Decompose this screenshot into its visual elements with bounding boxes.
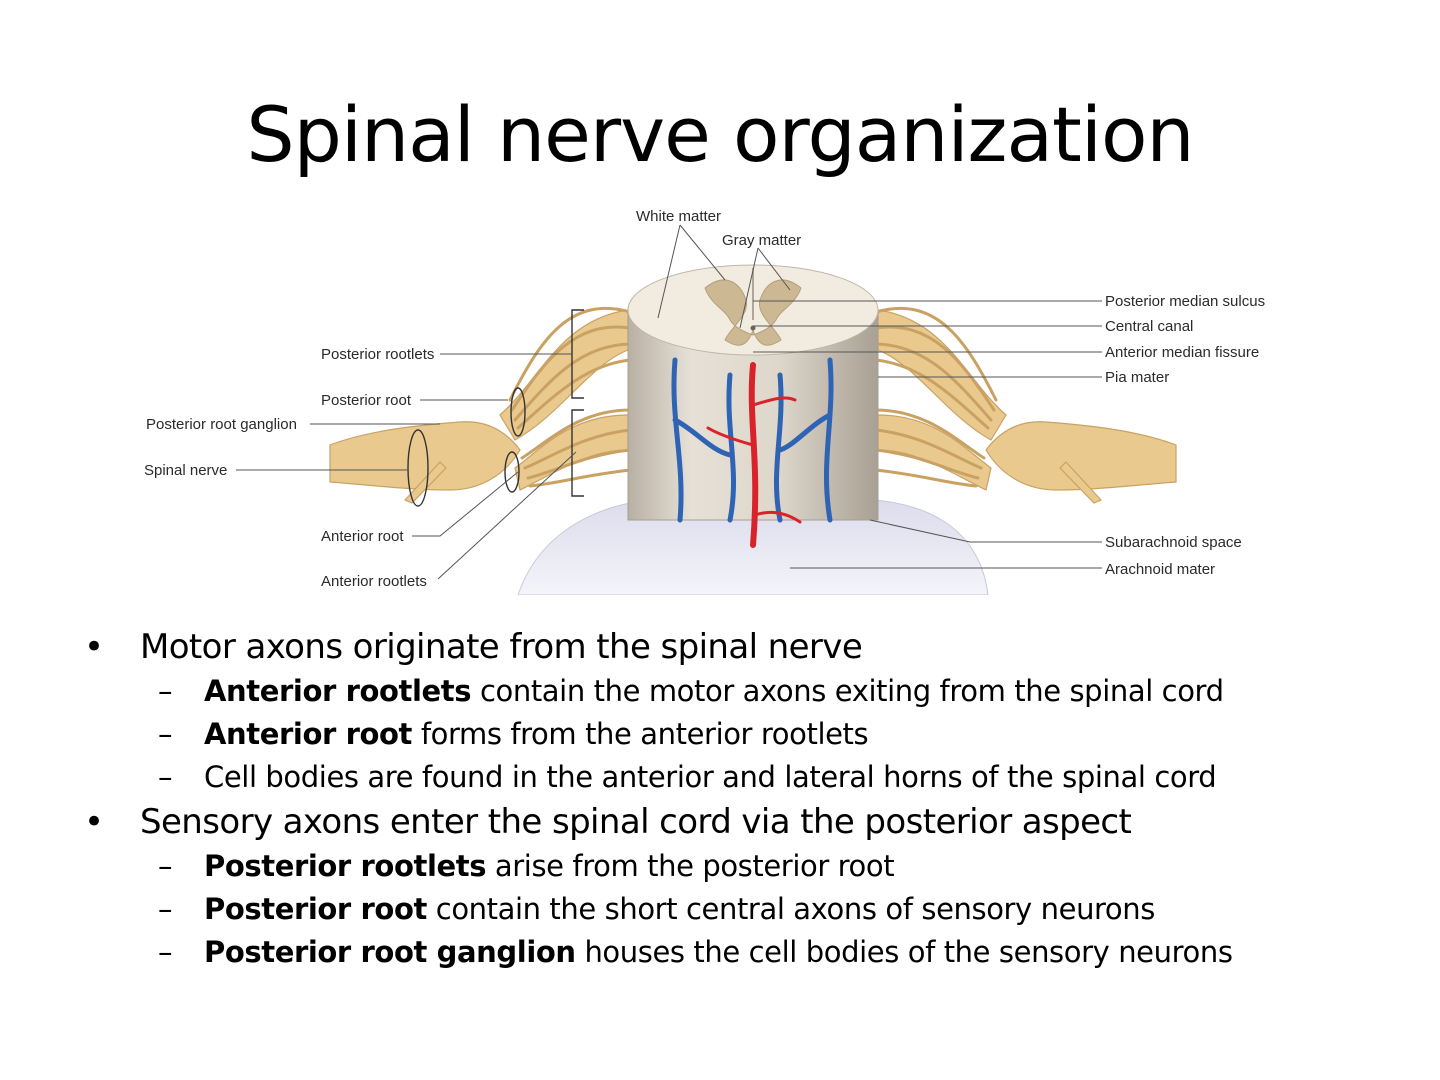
- label-white-matter: White matter: [636, 208, 721, 225]
- left-rootlets: [508, 306, 632, 488]
- sub-item: –Anterior root forms from the anterior r…: [140, 713, 1404, 756]
- central-canal-dot: [750, 325, 756, 331]
- sub-text: Cell bodies are found in the anterior an…: [204, 760, 1217, 794]
- sub-item: –Anterior rootlets contain the motor axo…: [140, 670, 1404, 713]
- sub-term: Anterior root: [204, 717, 412, 751]
- sub-text: contain the short central axons of senso…: [426, 892, 1156, 926]
- dash-marker: –: [158, 935, 173, 969]
- left-nerve-bundle: [329, 309, 629, 504]
- dash-marker: –: [158, 760, 173, 794]
- bullet-item: • Motor axons originate from the spinal …: [84, 624, 1404, 799]
- label-anterior-rootlets: Anterior rootlets: [321, 573, 427, 590]
- artery: [706, 362, 802, 548]
- right-nerve-bundle: [877, 309, 1177, 504]
- label-posterior-rootlets: Posterior rootlets: [321, 346, 434, 363]
- label-spinal-nerve: Spinal nerve: [144, 462, 227, 479]
- label-posterior-root-ganglion: Posterior root ganglion: [146, 416, 297, 433]
- sub-list: –Posterior rootlets arise from the poste…: [140, 845, 1404, 974]
- label-gray-matter: Gray matter: [722, 232, 801, 249]
- bullet-marker: •: [84, 802, 104, 842]
- sub-term: Posterior rootlets: [204, 849, 487, 883]
- sub-list: –Anterior rootlets contain the motor axo…: [140, 670, 1404, 799]
- bullet-marker: •: [84, 627, 104, 667]
- label-pia-mater: Pia mater: [1105, 369, 1169, 386]
- sub-term: Anterior rootlets: [204, 674, 472, 708]
- label-anterior-root: Anterior root: [321, 528, 404, 545]
- label-arachnoid-mater: Arachnoid mater: [1105, 561, 1215, 578]
- bullet-item: • Sensory axons enter the spinal cord vi…: [84, 799, 1404, 974]
- sub-text: contain the motor axons exiting from the…: [471, 674, 1224, 708]
- gray-matter-shape: [704, 279, 802, 346]
- label-central-canal: Central canal: [1105, 318, 1193, 335]
- slide-title: Spinal nerve organization: [246, 90, 1194, 179]
- dash-marker: –: [158, 717, 173, 751]
- sub-item: –Cell bodies are found in the anterior a…: [140, 756, 1404, 799]
- dash-marker: –: [158, 892, 173, 926]
- veins: [671, 357, 834, 523]
- dash-marker: –: [158, 849, 173, 883]
- dash-marker: –: [158, 674, 173, 708]
- sub-item: –Posterior root ganglion houses the cell…: [140, 931, 1404, 974]
- sub-term: Posterior root ganglion: [204, 935, 576, 969]
- label-posterior-median-sulcus: Posterior median sulcus: [1105, 293, 1265, 310]
- sub-item: –Posterior rootlets arise from the poste…: [140, 845, 1404, 888]
- bullet-text: Sensory axons enter the spinal cord via …: [140, 802, 1132, 842]
- spinal-cord-figure: White matter Gray matter Posterior media…: [140, 200, 1300, 595]
- sub-item: –Posterior root contain the short centra…: [140, 888, 1404, 931]
- spinal-cord-illustration: White matter Gray matter Posterior media…: [144, 208, 1265, 595]
- sub-text: forms from the anterior rootlets: [412, 717, 869, 751]
- label-subarachnoid-space: Subarachnoid space: [1105, 534, 1242, 551]
- sub-term: Posterior root: [204, 892, 427, 926]
- label-posterior-root: Posterior root: [321, 392, 412, 409]
- bullet-text: Motor axons originate from the spinal ne…: [140, 627, 863, 667]
- leader-lines: [236, 224, 1102, 580]
- sub-text: arise from the posterior root: [486, 849, 895, 883]
- bullet-list: • Motor axons originate from the spinal …: [84, 624, 1404, 974]
- sub-text: houses the cell bodies of the sensory ne…: [575, 935, 1233, 969]
- right-rootlets: [874, 306, 998, 488]
- label-anterior-median-fissure: Anterior median fissure: [1105, 344, 1259, 361]
